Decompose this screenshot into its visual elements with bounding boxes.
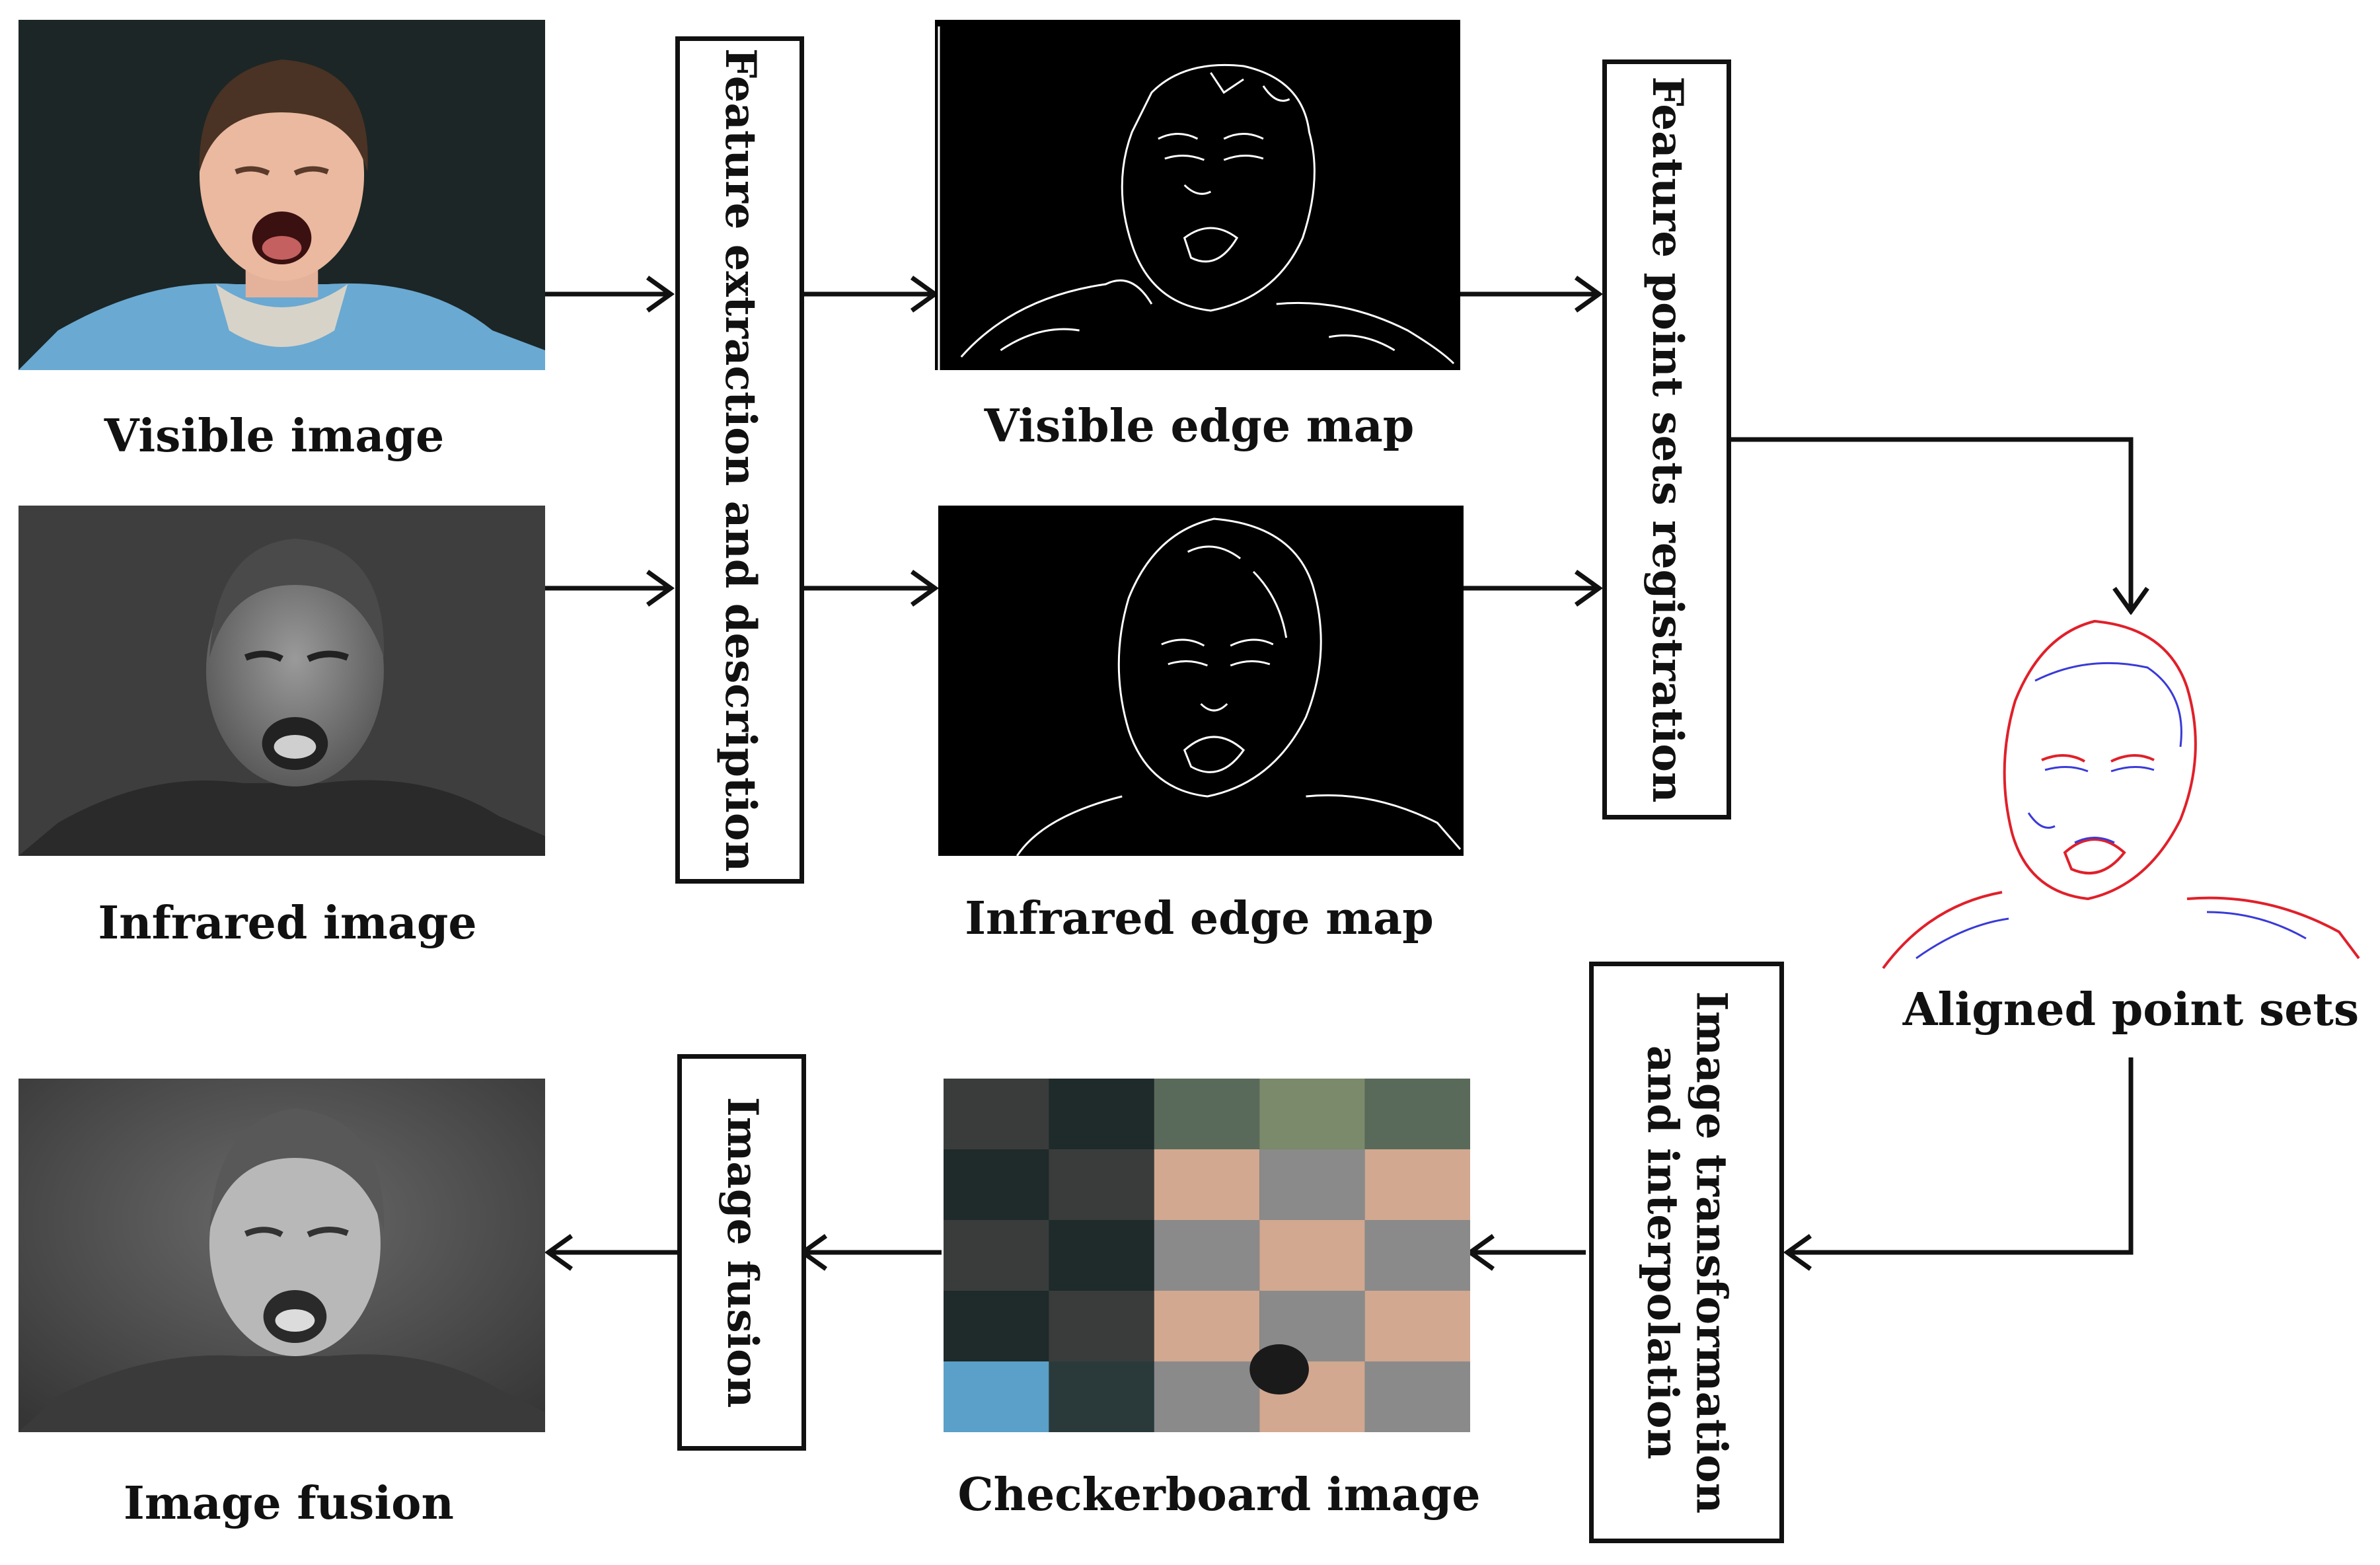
- checkerboard-mouth: [1249, 1344, 1309, 1394]
- caption-visible-image: Visible image: [104, 410, 445, 463]
- checkerboard-tile: [944, 1149, 1049, 1220]
- fused-image: [19, 1079, 545, 1432]
- checkerboard-tile: [944, 1291, 1049, 1361]
- step-transformation-line1: Image transformation: [1686, 991, 1736, 1514]
- infrared-edge-map: [938, 506, 1464, 856]
- checkerboard-tile: [1364, 1079, 1470, 1149]
- checkerboard-tile: [1364, 1291, 1470, 1361]
- checkerboard-tile: [944, 1079, 1049, 1149]
- checkerboard-tile: [1049, 1291, 1154, 1361]
- visible-edge-map: [935, 20, 1460, 370]
- step-feature-extraction-label: Feature extraction and description: [715, 48, 765, 872]
- caption-aligned-point-sets: Aligned point sets: [1902, 983, 2360, 1036]
- step-image-fusion-label: Image fusion: [717, 1096, 767, 1408]
- checkerboard-tile: [1154, 1220, 1260, 1291]
- checkerboard-tile: [1049, 1079, 1154, 1149]
- infrared-image: [19, 506, 545, 856]
- checkerboard-tile: [1049, 1361, 1154, 1432]
- arrow-aligned-to-transformation: [1787, 1057, 2134, 1255]
- checkerboard-tile: [1259, 1079, 1365, 1149]
- visible-image: [19, 20, 545, 370]
- arrow-registration-to-aligned: [1731, 437, 2134, 611]
- checkerboard-tile: [944, 1220, 1049, 1291]
- checkerboard-tile: [1259, 1149, 1365, 1220]
- caption-infrared-image: Infrared image: [98, 897, 477, 950]
- caption-infrared-edge-map: Infrared edge map: [965, 892, 1434, 945]
- checkerboard-tile: [1364, 1361, 1470, 1432]
- checkerboard-tile: [1154, 1149, 1260, 1220]
- step-transformation: Image transformation and interpolation: [1589, 962, 1784, 1543]
- checkerboard-tile: [1364, 1149, 1470, 1220]
- checkerboard-tile: [1154, 1361, 1260, 1432]
- checkerboard-tile: [1364, 1220, 1470, 1291]
- aligned-point-sets: [1877, 615, 2362, 972]
- step-feature-extraction: Feature extraction and description: [675, 36, 804, 884]
- checkerboard-tile: [1049, 1149, 1154, 1220]
- step-registration: Feature point sets registration: [1602, 59, 1731, 820]
- caption-image-fusion: Image fusion: [124, 1477, 454, 1530]
- caption-visible-edge-map: Visible edge map: [984, 400, 1415, 453]
- checkerboard-tile: [944, 1361, 1049, 1432]
- checkerboard-tile: [1049, 1220, 1154, 1291]
- checkerboard-tile: [1259, 1220, 1365, 1291]
- step-registration-label: Feature point sets registration: [1642, 76, 1692, 803]
- checkerboard-tile: [1154, 1291, 1260, 1361]
- step-image-fusion: Image fusion: [677, 1054, 806, 1451]
- step-transformation-label: Image transformation and interpolation: [1637, 991, 1736, 1514]
- caption-checkerboard-image: Checkerboard image: [957, 1469, 1481, 1521]
- checkerboard-tile: [1154, 1079, 1260, 1149]
- checkerboard-image: [944, 1079, 1470, 1432]
- step-transformation-line2: and interpolation: [1637, 1045, 1688, 1460]
